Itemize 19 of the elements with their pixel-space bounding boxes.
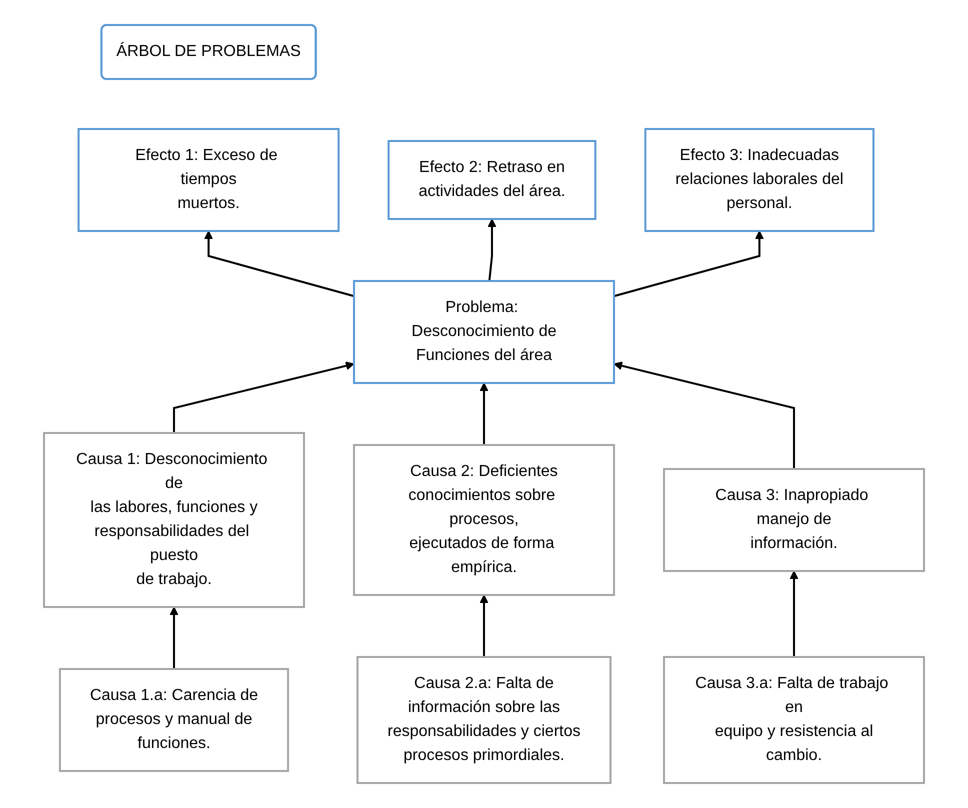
node-box: Causa 2.a: Falta de información sobre las responsabilidades y ciertos procesos primordiales. [356, 656, 612, 784]
node-box: Causa 3: Inapropiado manejo de información. [663, 468, 925, 572]
node-box: Causa 1: Desconocimiento de las labores, funciones y responsabilidades del puesto de trabajo. [43, 432, 305, 608]
node-box: Causa 2: Deficientes conocimientos sobre procesos, ejecutados de forma empírica. [353, 444, 615, 596]
arrow [173, 362, 354, 433]
arrow [170, 606, 178, 669]
arrow [204, 230, 354, 298]
node-box: Problema: Desconocimiento de Funciones del área [353, 280, 615, 384]
node-box: Efecto 2: Retraso en actividades del área. [388, 140, 596, 220]
arrow [614, 362, 795, 469]
arrow [480, 594, 488, 657]
arrow [480, 382, 488, 445]
node-box: Causa 3.a: Falta de trabajo en equipo y resistencia al cambio. [663, 656, 925, 784]
arrow [790, 570, 798, 657]
arrow [488, 218, 496, 282]
node-box: Efecto 3: Inadecuadas relaciones laborales del personal. [644, 128, 874, 232]
arrow [614, 230, 764, 298]
node-box: Efecto 1: Exceso de tiempos muertos. [78, 128, 340, 232]
node-box: Causa 1.a: Carencia de procesos y manual de funciones. [58, 668, 290, 772]
